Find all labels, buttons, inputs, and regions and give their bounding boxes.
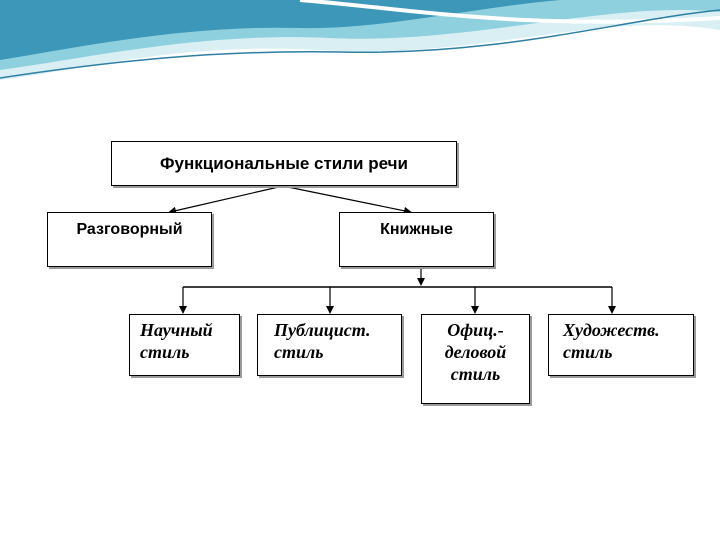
official-box: Офиц.- деловой стиль bbox=[421, 314, 530, 404]
wave-thin-line bbox=[0, 9, 720, 79]
journalistic-line2: стиль bbox=[274, 342, 324, 362]
bookish-box: Книжные bbox=[339, 212, 494, 267]
official-line2: деловой bbox=[444, 342, 507, 362]
colloquial-box: Разговорный bbox=[47, 212, 212, 267]
wave-dark-band bbox=[0, 0, 560, 60]
root-box: Функциональные стили речи bbox=[111, 141, 457, 186]
root-label: Функциональные стили речи bbox=[160, 153, 408, 173]
official-line3: стиль bbox=[450, 364, 501, 384]
journalistic-box: Публицист. стиль bbox=[257, 314, 402, 376]
colloquial-label: Разговорный bbox=[76, 221, 183, 238]
scientific-line1: Научный bbox=[140, 320, 213, 340]
official-line1: Офиц.- bbox=[447, 320, 504, 340]
artistic-line2: стиль bbox=[563, 342, 613, 362]
artistic-box: Художеств. стиль bbox=[548, 314, 694, 376]
connector-root-to-colloquial bbox=[168, 185, 284, 215]
scientific-line2: стиль bbox=[140, 342, 190, 362]
bookish-label: Книжные bbox=[380, 221, 453, 238]
scientific-box: Научный стиль bbox=[129, 314, 240, 376]
header-wave-decoration bbox=[0, 0, 720, 80]
connector-root-to-bookish bbox=[282, 185, 412, 215]
artistic-line1: Художеств. bbox=[563, 320, 660, 340]
journalistic-line1: Публицист. bbox=[274, 320, 371, 340]
